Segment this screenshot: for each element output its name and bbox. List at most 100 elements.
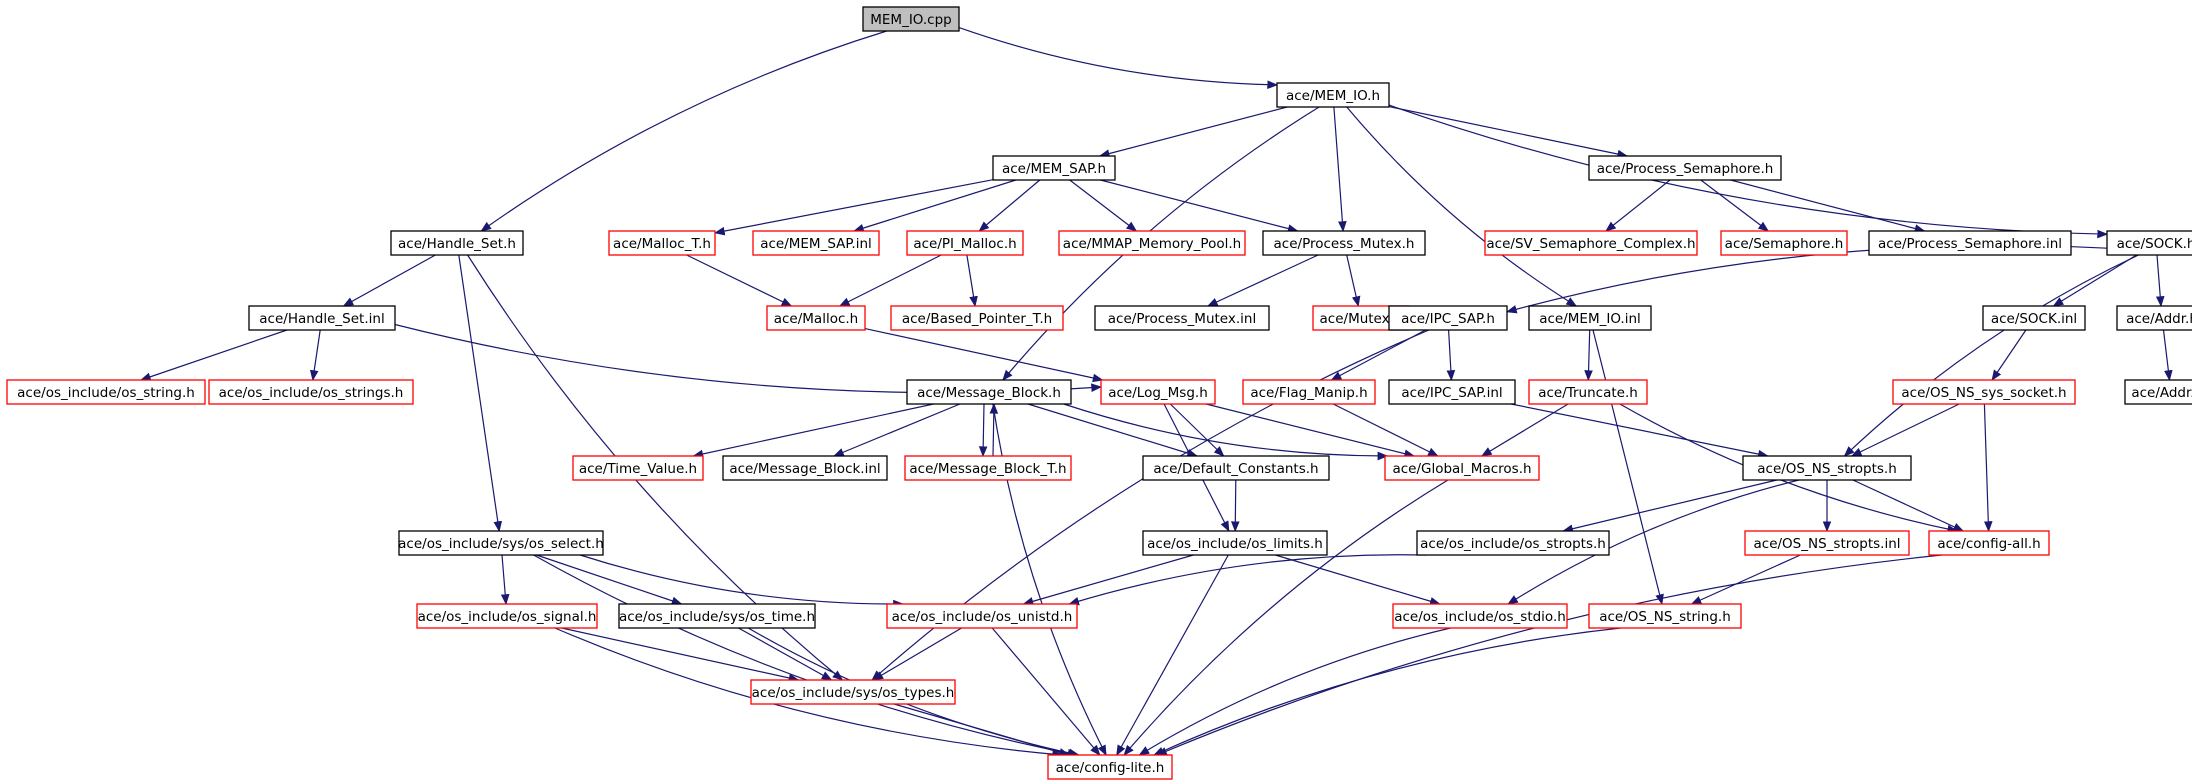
node-box[interactable] (1892, 379, 2076, 405)
graph-node-addr-h[interactable]: ace/Addr.h (2116, 305, 2192, 331)
graph-node-mem-sap-h[interactable]: ace/MEM_SAP.h (992, 155, 1116, 181)
node-box[interactable] (1388, 305, 1508, 331)
graph-node-os-ns-stropts-inl[interactable]: ace/OS_NS_stropts.inl (1744, 530, 1910, 556)
node-box[interactable] (1982, 305, 2086, 331)
graph-node-os-stdio-h[interactable]: ace/os_include/os_stdio.h (1392, 603, 1568, 629)
node-box[interactable] (248, 305, 396, 331)
graph-node-os-select-h[interactable]: ace/os_include/sys/os_select.h (398, 530, 604, 556)
node-box[interactable] (2106, 230, 2192, 256)
node-box[interactable] (1142, 530, 1328, 556)
graph-node-os-ns-sys-socket-h[interactable]: ace/OS_NS_sys_socket.h (1892, 379, 2076, 405)
graph-node-ipc-sap-h[interactable]: ace/IPC_SAP.h (1388, 305, 1508, 331)
graph-node-os-types-h[interactable]: ace/os_include/sys/os_types.h (750, 679, 956, 705)
node-box[interactable] (416, 603, 598, 629)
node-box[interactable] (608, 230, 716, 256)
node-box[interactable] (1047, 754, 1173, 780)
graph-node-memio-inl[interactable]: ace/MEM_IO.inl (1528, 305, 1652, 331)
node-box[interactable] (886, 603, 1078, 629)
node-box[interactable] (1744, 530, 1910, 556)
node-box[interactable] (1528, 305, 1652, 331)
graph-node-cpp[interactable]: MEM_IO.cpp (862, 6, 960, 32)
graph-node-os-strings-h[interactable]: ace/os_include/os_strings.h (208, 379, 414, 405)
node-box[interactable] (1094, 305, 1270, 331)
node-box[interactable] (1262, 230, 1426, 256)
node-box[interactable] (1388, 379, 1516, 405)
graph-node-log-msg-h[interactable]: ace/Log_Msg.h (1100, 379, 1216, 405)
node-box[interactable] (750, 679, 956, 705)
node-box[interactable] (1588, 155, 1782, 181)
node-box[interactable] (1058, 230, 1246, 256)
node-box[interactable] (1416, 530, 1610, 556)
node-box[interactable] (1928, 530, 2050, 556)
node-box[interactable] (2116, 305, 2192, 331)
graph-node-semaphore-h[interactable]: ace/Semaphore.h (1720, 230, 1848, 256)
graph-node-proc-sem-inl[interactable]: ace/Process_Semaphore.inl (1868, 230, 2072, 256)
node-label: ace/Process_Semaphore.inl (1878, 236, 2062, 252)
graph-node-ipc-sap-inl[interactable]: ace/IPC_SAP.inl (1388, 379, 1516, 405)
node-box[interactable] (208, 379, 414, 405)
node-label: ace/Log_Msg.h (1108, 385, 1208, 401)
node-box[interactable] (2124, 379, 2192, 405)
graph-node-os-time-h[interactable]: ace/os_include/sys/os_time.h (618, 603, 816, 629)
graph-node-global-macros-h[interactable]: ace/Global_Macros.h (1384, 455, 1540, 481)
node-box[interactable] (992, 155, 1116, 181)
graph-node-based-ptr-h[interactable]: ace/Based_Pointer_T.h (890, 305, 1064, 331)
graph-node-flag-manip-h[interactable]: ace/Flag_Manip.h (1242, 379, 1376, 405)
node-box[interactable] (1276, 82, 1390, 108)
node-box[interactable] (906, 230, 1024, 256)
node-box[interactable] (766, 305, 866, 331)
graph-node-os-ns-stropts-h[interactable]: ace/OS_NS_stropts.h (1742, 455, 1912, 481)
graph-node-sock-inl[interactable]: ace/SOCK.inl (1982, 305, 2086, 331)
graph-node-handle-set-inl[interactable]: ace/Handle_Set.inl (248, 305, 396, 331)
node-box[interactable] (904, 455, 1072, 481)
graph-node-memio-h[interactable]: ace/MEM_IO.h (1276, 82, 1390, 108)
node-box[interactable] (572, 455, 704, 481)
graph-node-proc-sem-h[interactable]: ace/Process_Semaphore.h (1588, 155, 1782, 181)
graph-node-msg-block-inl[interactable]: ace/Message_Block.inl (722, 455, 888, 481)
node-box[interactable] (1384, 455, 1540, 481)
node-box[interactable] (1392, 603, 1568, 629)
graph-node-truncate-h[interactable]: ace/Truncate.h (1528, 379, 1648, 405)
graph-node-os-string-h[interactable]: ace/os_include/os_string.h (6, 379, 206, 405)
node-box[interactable] (1742, 455, 1912, 481)
node-box[interactable] (890, 305, 1064, 331)
graph-node-config-lite-h[interactable]: ace/config-lite.h (1047, 754, 1173, 780)
node-box[interactable] (1720, 230, 1848, 256)
graph-node-pi-malloc-h[interactable]: ace/PI_Malloc.h (906, 230, 1024, 256)
graph-node-mmap-pool-h[interactable]: ace/MMAP_Memory_Pool.h (1058, 230, 1246, 256)
graph-node-handle-set-h[interactable]: ace/Handle_Set.h (390, 230, 524, 256)
node-box[interactable] (1242, 379, 1376, 405)
node-box[interactable] (1484, 230, 1698, 256)
node-box[interactable] (1588, 603, 1742, 629)
graph-node-config-all-h[interactable]: ace/config-all.h (1928, 530, 2050, 556)
graph-node-addr-inl[interactable]: ace/Addr.inl (2124, 379, 2192, 405)
node-box[interactable] (398, 530, 604, 556)
graph-node-os-stropts-h[interactable]: ace/os_include/os_stropts.h (1416, 530, 1610, 556)
graph-node-proc-mutex-h[interactable]: ace/Process_Mutex.h (1262, 230, 1426, 256)
graph-node-sv-sem-h[interactable]: ace/SV_Semaphore_Complex.h (1484, 230, 1698, 256)
graph-node-malloc-h[interactable]: ace/Malloc.h (766, 305, 866, 331)
graph-node-mem-sap-inl[interactable]: ace/MEM_SAP.inl (752, 230, 880, 256)
graph-node-os-signal-h[interactable]: ace/os_include/os_signal.h (416, 603, 598, 629)
node-box[interactable] (390, 230, 524, 256)
node-box[interactable] (906, 379, 1072, 405)
graph-node-msg-block-h[interactable]: ace/Message_Block.h (906, 379, 1072, 405)
node-box[interactable] (862, 6, 960, 32)
graph-node-os-limits-h[interactable]: ace/os_include/os_limits.h (1142, 530, 1328, 556)
graph-node-os-unistd-h[interactable]: ace/os_include/os_unistd.h (886, 603, 1078, 629)
graph-node-default-const-h[interactable]: ace/Default_Constants.h (1142, 455, 1330, 481)
node-box[interactable] (1142, 455, 1330, 481)
graph-node-msg-block-t-h[interactable]: ace/Message_Block_T.h (904, 455, 1072, 481)
graph-node-proc-mutex-inl[interactable]: ace/Process_Mutex.inl (1094, 305, 1270, 331)
node-box[interactable] (1528, 379, 1648, 405)
node-box[interactable] (1868, 230, 2072, 256)
graph-node-sock-h[interactable]: ace/SOCK.h (2106, 230, 2192, 256)
node-box[interactable] (722, 455, 888, 481)
node-box[interactable] (752, 230, 880, 256)
graph-node-time-value-h[interactable]: ace/Time_Value.h (572, 455, 704, 481)
node-box[interactable] (1100, 379, 1216, 405)
node-box[interactable] (6, 379, 206, 405)
graph-node-os-ns-string-h[interactable]: ace/OS_NS_string.h (1588, 603, 1742, 629)
graph-node-malloc-t-h[interactable]: ace/Malloc_T.h (608, 230, 716, 256)
node-box[interactable] (618, 603, 816, 629)
